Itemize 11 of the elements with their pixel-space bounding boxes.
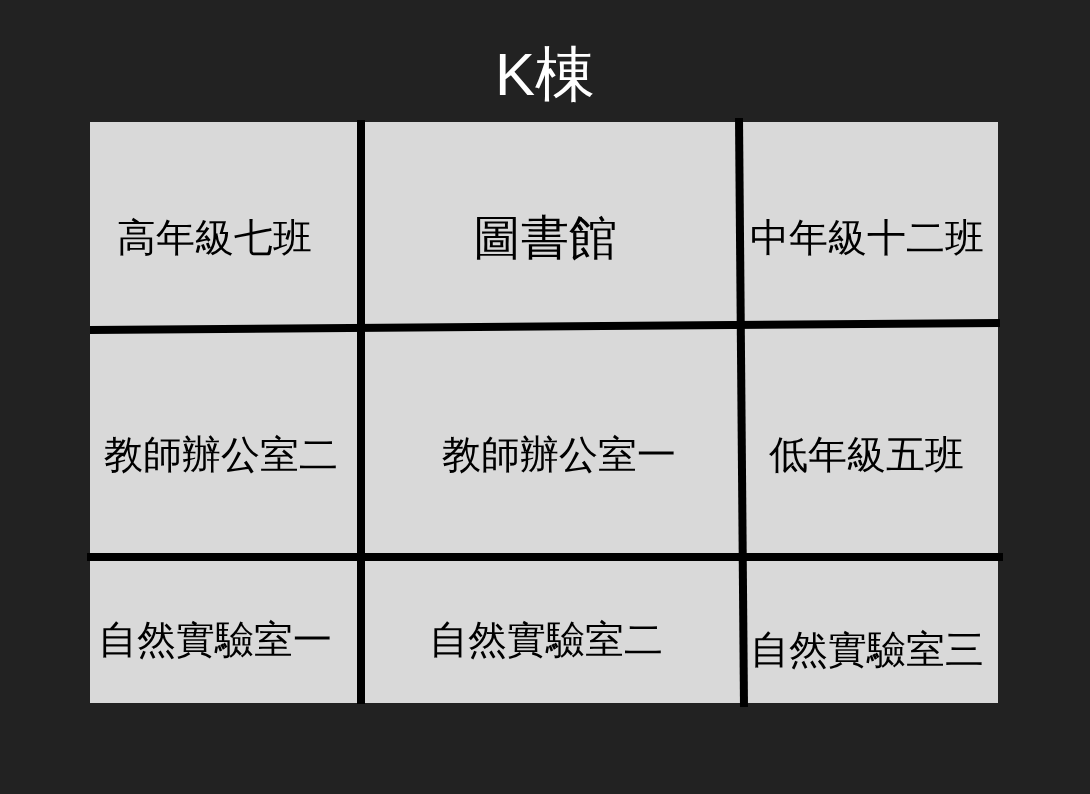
room-name: 教師辦公室一 <box>442 432 676 478</box>
room-name: 低年級五班 <box>768 432 964 478</box>
room-area <box>741 122 998 322</box>
room-name: 自然實驗室一 <box>98 617 332 663</box>
room-name: 教師辦公室二 <box>104 432 338 478</box>
room-name: 高年級七班 <box>116 215 312 261</box>
room-name: 中年級十二班 <box>750 215 984 261</box>
room-name: 圖書館 <box>473 210 617 266</box>
room-name: 自然實驗室二 <box>429 617 663 663</box>
building-title: K棟 <box>495 42 595 108</box>
room-name: 自然實驗室三 <box>750 627 984 673</box>
